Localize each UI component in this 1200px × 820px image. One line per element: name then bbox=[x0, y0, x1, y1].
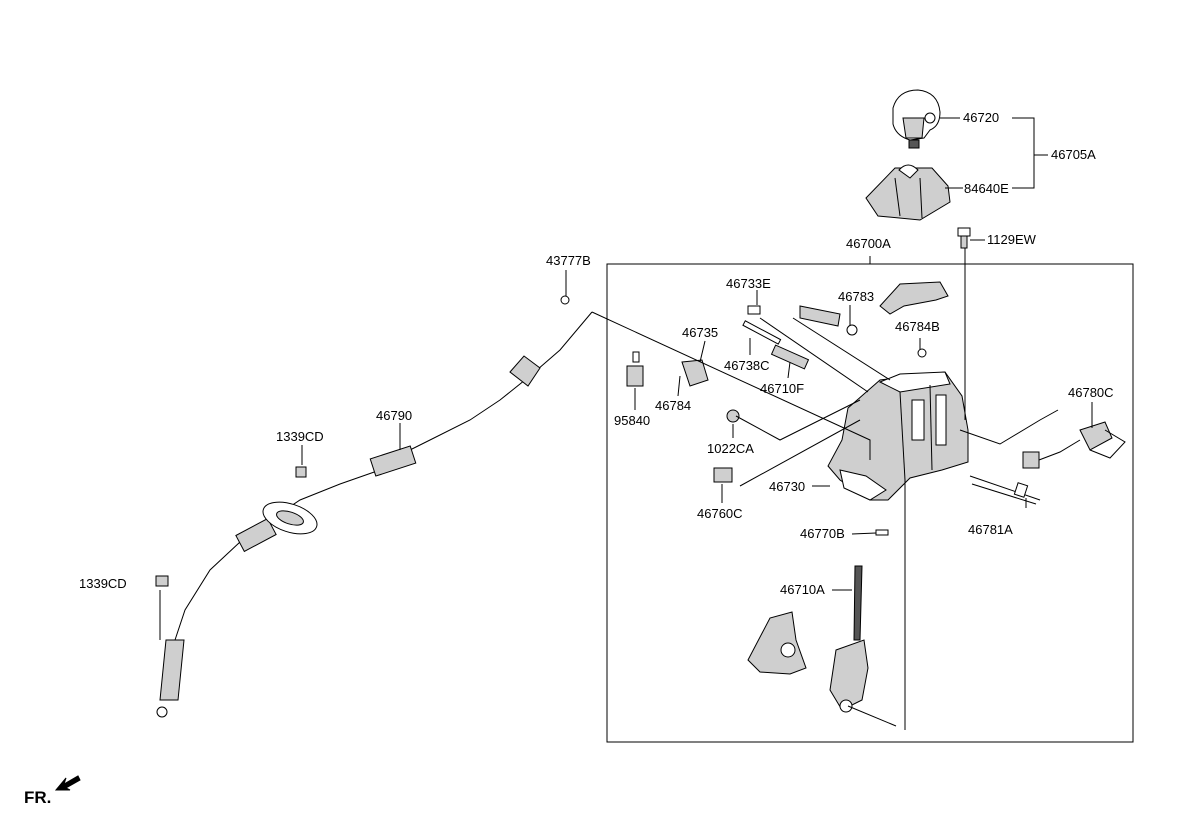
clip-46784B-part bbox=[917, 348, 927, 358]
sensor-95840-part bbox=[626, 365, 644, 387]
pin-46770B-part bbox=[875, 529, 889, 536]
label-43777B: 43777B bbox=[546, 253, 591, 268]
label-46700A: 46700A bbox=[846, 236, 891, 251]
label-46781A: 46781A bbox=[968, 522, 1013, 537]
shift-boot-part bbox=[865, 164, 951, 221]
front-arrow-icon bbox=[54, 775, 81, 791]
label-46720: 46720 bbox=[963, 110, 999, 125]
bracket-46783-part bbox=[799, 305, 841, 327]
pin-46738C-part bbox=[742, 320, 782, 345]
label-1022CA: 1022CA bbox=[707, 441, 754, 456]
label-46710F: 46710F bbox=[760, 381, 804, 396]
shift-lever-housing-part bbox=[827, 371, 969, 501]
label-46770B: 46770B bbox=[800, 526, 845, 541]
shift-cable-part bbox=[155, 295, 593, 718]
rod-part bbox=[969, 475, 1041, 505]
label-46783: 46783 bbox=[838, 289, 874, 304]
shift-lever-part bbox=[747, 565, 869, 713]
label-46730: 46730 bbox=[769, 479, 805, 494]
spacer-46710F-part bbox=[770, 344, 810, 370]
label-46784B: 46784B bbox=[895, 319, 940, 334]
label-46735: 46735 bbox=[682, 325, 718, 340]
label-84640E: 84640E bbox=[964, 181, 1009, 196]
leader-lines bbox=[159, 117, 1093, 730]
nut-1022CA-part bbox=[726, 409, 740, 423]
label-1339CD-bottom: 1339CD bbox=[79, 576, 127, 591]
indicator-cover-part bbox=[879, 281, 949, 315]
front-direction-label: FR. bbox=[24, 788, 51, 807]
label-1339CD-top: 1339CD bbox=[276, 429, 324, 444]
connector-harness-part bbox=[1022, 421, 1126, 469]
label-46790: 46790 bbox=[376, 408, 412, 423]
label-46780C: 46780C bbox=[1068, 385, 1114, 400]
label-46738C: 46738C bbox=[724, 358, 770, 373]
clip-46733E-part bbox=[747, 305, 761, 315]
label-46784: 46784 bbox=[655, 398, 691, 413]
clip-46760C-part bbox=[713, 467, 733, 483]
label-46710A: 46710A bbox=[780, 582, 825, 597]
label-46733E: 46733E bbox=[726, 276, 771, 291]
label-95840: 95840 bbox=[614, 413, 650, 428]
label-46760C: 46760C bbox=[697, 506, 743, 521]
label-1129EW: 1129EW bbox=[987, 232, 1037, 247]
bracket-46735-part bbox=[681, 359, 709, 387]
bolt-part bbox=[957, 227, 971, 249]
label-46705A: 46705A bbox=[1051, 147, 1096, 162]
shift-knob-part bbox=[892, 89, 941, 149]
